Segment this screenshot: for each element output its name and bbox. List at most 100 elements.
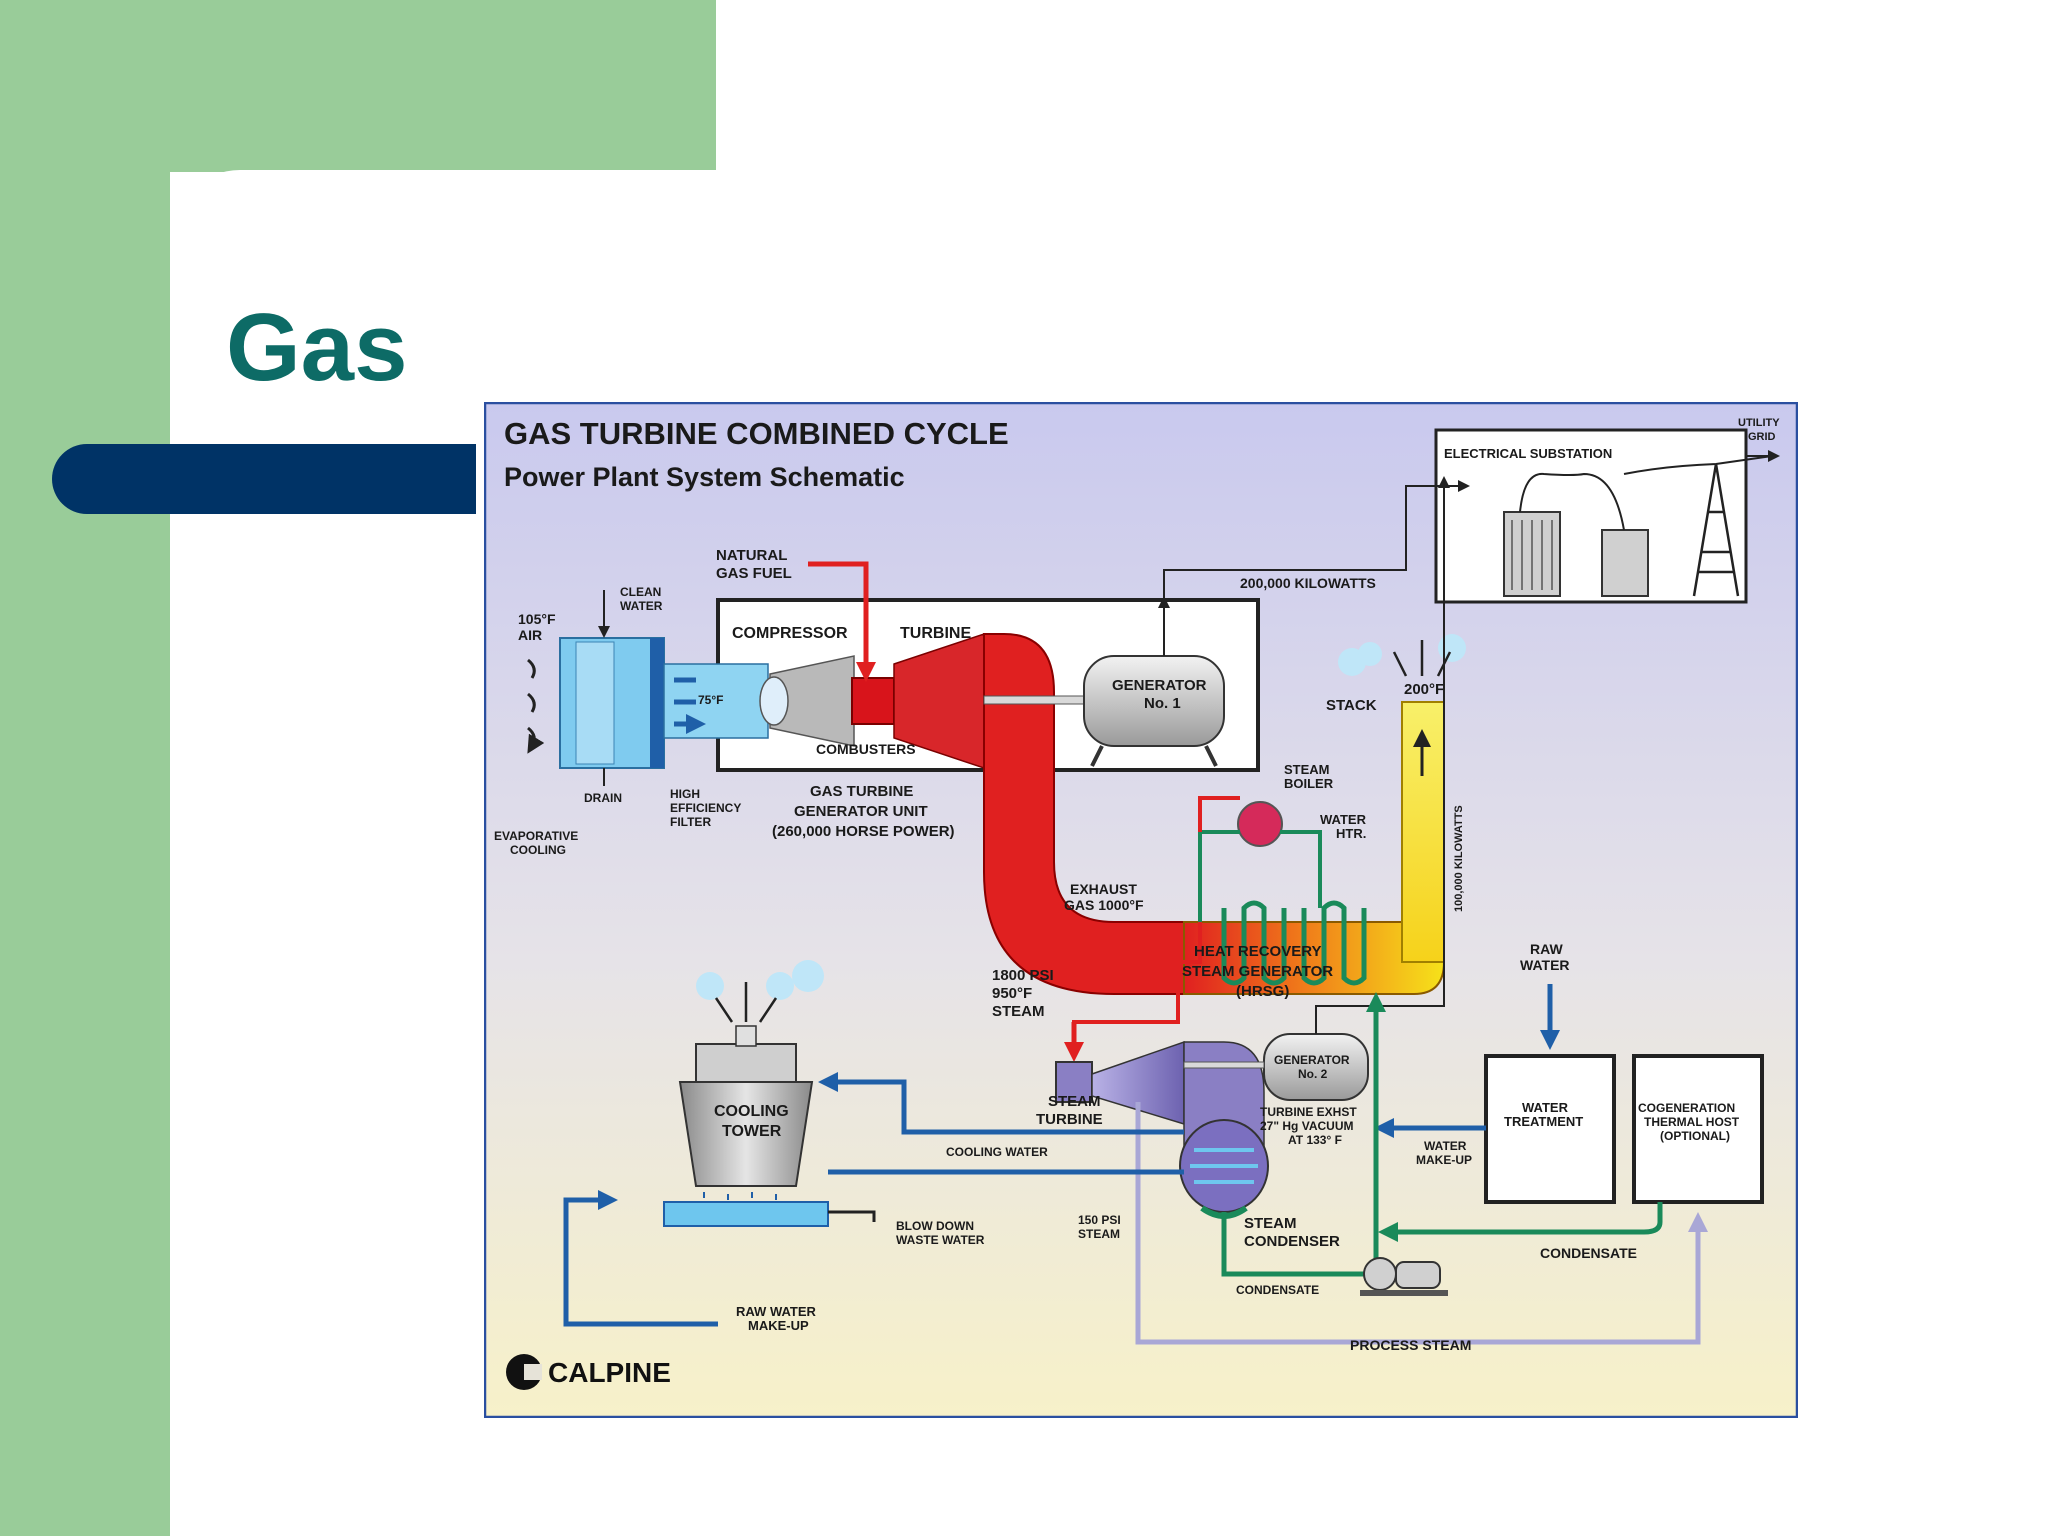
- label-water-treatment-2: TREATMENT: [1504, 1114, 1583, 1129]
- label-hrsg-1: HEAT RECOVERY: [1194, 943, 1322, 960]
- label-natural-gas-1: NATURAL: [716, 547, 787, 564]
- label-cooling-tower-1: COOLING: [714, 1103, 789, 1120]
- label-raw-water-makeup-2: MAKE-UP: [748, 1318, 809, 1333]
- label-water-htr-1: WATER: [1320, 812, 1367, 827]
- label-raw-water-2: WATER: [1520, 957, 1570, 973]
- label-exhaust-1: EXHAUST: [1070, 881, 1137, 897]
- label-exhaust-2: GAS 1000°F: [1064, 897, 1144, 913]
- label-process-steam: PROCESS STEAM: [1350, 1337, 1471, 1353]
- label-combusters: COMBUSTERS: [816, 741, 916, 757]
- label-cogen-1: COGENERATION: [1638, 1101, 1735, 1115]
- water-treatment-box: [1484, 1054, 1616, 1204]
- natural-gas-fuel-line: [808, 561, 876, 682]
- label-water-makeup-2: MAKE-UP: [1416, 1153, 1472, 1167]
- substation-wires: [1519, 455, 1773, 531]
- label-evap-1: EVAPORATIVE: [494, 829, 578, 843]
- label-clean-water-2: WATER: [620, 599, 663, 613]
- compressor-nose: [759, 676, 789, 726]
- raw-water-makeup-line: [563, 1190, 718, 1327]
- green-sidebar-decoration: [0, 0, 170, 1536]
- condenser-tubes: [1190, 1148, 1258, 1184]
- inlet-air-arrows: [674, 677, 696, 724]
- label-substation: ELECTRICAL SUBSTATION: [1444, 446, 1612, 461]
- label-100kw: 100,000 KILOWATTS: [1453, 805, 1465, 912]
- transformer-1-fins: [1511, 520, 1553, 590]
- generator-1-legs: [1090, 745, 1218, 767]
- process-steam-line: [1135, 1102, 1708, 1345]
- high-efficiency-filter: [650, 638, 664, 768]
- evaporative-cooling-media: [575, 641, 615, 765]
- feedwater-pump-base: [1360, 1290, 1448, 1296]
- label-steam-turbine-2: TURBINE: [1036, 1111, 1103, 1128]
- label-steam-boiler-1: STEAM: [1284, 762, 1330, 777]
- label-raw-water-makeup-1: RAW WATER: [736, 1304, 817, 1319]
- label-hrsg-2: STEAM GENERATOR: [1182, 963, 1333, 980]
- diagram-subtitle: Power Plant System Schematic: [504, 462, 905, 492]
- condensate-return-line: [1378, 1202, 1663, 1242]
- label-inlet-temp: 75°F: [698, 693, 723, 707]
- label-water-treatment-1: WATER: [1522, 1100, 1569, 1115]
- label-gtg-1: GAS TURBINE: [810, 783, 913, 800]
- label-turbine: TURBINE: [900, 625, 971, 642]
- label-steam-turbine-1: STEAM: [1048, 1093, 1101, 1110]
- exhaust-duct: [983, 633, 1185, 995]
- cooling-water-return: [818, 1072, 1184, 1135]
- label-utility-2: GRID: [1748, 431, 1776, 443]
- label-cogen-3: (OPTIONAL): [1660, 1129, 1730, 1143]
- label-water-htr-2: HTR.: [1336, 826, 1366, 841]
- label-gen1-1: GENERATOR: [1112, 677, 1207, 694]
- cooling-tower-basin: [663, 1201, 829, 1227]
- label-drain: DRAIN: [584, 791, 622, 805]
- label-hef-2: EFFICIENCY: [670, 801, 741, 815]
- cooling-tower-plume-3: [792, 960, 824, 992]
- condensate-to-pump: [1221, 1212, 1380, 1277]
- cooling-tower-fan-deck: [695, 1043, 797, 1083]
- diagram-labels: NATURAL GAS FUEL CLEAN WATER 105°F AIR C…: [494, 417, 1780, 1353]
- label-blow-down-1: BLOW DOWN: [896, 1219, 974, 1233]
- label-utility-1: UTILITY: [1738, 417, 1780, 429]
- label-gen2-2: No. 2: [1298, 1067, 1328, 1081]
- label-steam-boiler-2: BOILER: [1284, 776, 1334, 791]
- label-hef-3: FILTER: [670, 815, 711, 829]
- label-air: AIR: [518, 627, 542, 643]
- label-steam-condenser-2: CONDENSER: [1244, 1233, 1340, 1250]
- cooling-tower-drops: [703, 1192, 777, 1200]
- slide-title: Gas: [226, 294, 408, 401]
- green-top-decoration: [0, 0, 716, 172]
- label-air-temp: 105°F: [518, 611, 556, 627]
- label-water-makeup-1: WATER: [1424, 1139, 1467, 1153]
- st-shaft: [1183, 1061, 1265, 1069]
- stack-plume-2: [1358, 642, 1382, 666]
- label-stack: STACK: [1326, 697, 1377, 714]
- cooling-tower-vapor-arrows: [714, 982, 778, 1023]
- cooling-tower-plume-1: [696, 972, 724, 1000]
- blow-down-line: [828, 1210, 876, 1222]
- label-1800psi-3: STEAM: [992, 1003, 1045, 1020]
- label-cooling-water: COOLING WATER: [946, 1145, 1048, 1159]
- label-200kw: 200,000 KILOWATTS: [1240, 575, 1376, 591]
- label-gen1-2: No. 1: [1144, 695, 1181, 712]
- combusters: [851, 677, 895, 725]
- gt-shaft: [983, 695, 1085, 705]
- steam-boiler-drum: [1237, 801, 1283, 847]
- calpine-logo-text: CALPINE: [548, 1357, 671, 1388]
- label-gen2-1: GENERATOR: [1274, 1053, 1350, 1067]
- label-compressor: COMPRESSOR: [732, 625, 848, 642]
- label-1800psi-1: 1800 PSI: [992, 967, 1054, 984]
- label-clean-water-1: CLEAN: [620, 585, 661, 599]
- label-raw-water-1: RAW: [1530, 941, 1563, 957]
- label-cooling-tower-2: TOWER: [722, 1123, 782, 1140]
- label-cogen-2: THERMAL HOST: [1644, 1115, 1740, 1129]
- substation-transformer-2: [1601, 529, 1649, 597]
- label-150psi-2: STEAM: [1078, 1227, 1120, 1241]
- generator-1: [1083, 655, 1225, 747]
- title-accent-bar: [52, 444, 476, 514]
- label-stack-temp: 200°F: [1404, 681, 1444, 698]
- feedwater-pump-motor: [1395, 1261, 1441, 1289]
- hrsg-coils: [1221, 900, 1367, 986]
- label-gtg-2: GENERATOR UNIT: [794, 803, 928, 820]
- air-flow-arrows: [528, 658, 534, 746]
- label-gtg-3: (260,000 HORSE POWER): [772, 823, 955, 840]
- label-exhaust-vac-3: AT 133° F: [1288, 1133, 1342, 1147]
- label-150psi-1: 150 PSI: [1078, 1213, 1121, 1227]
